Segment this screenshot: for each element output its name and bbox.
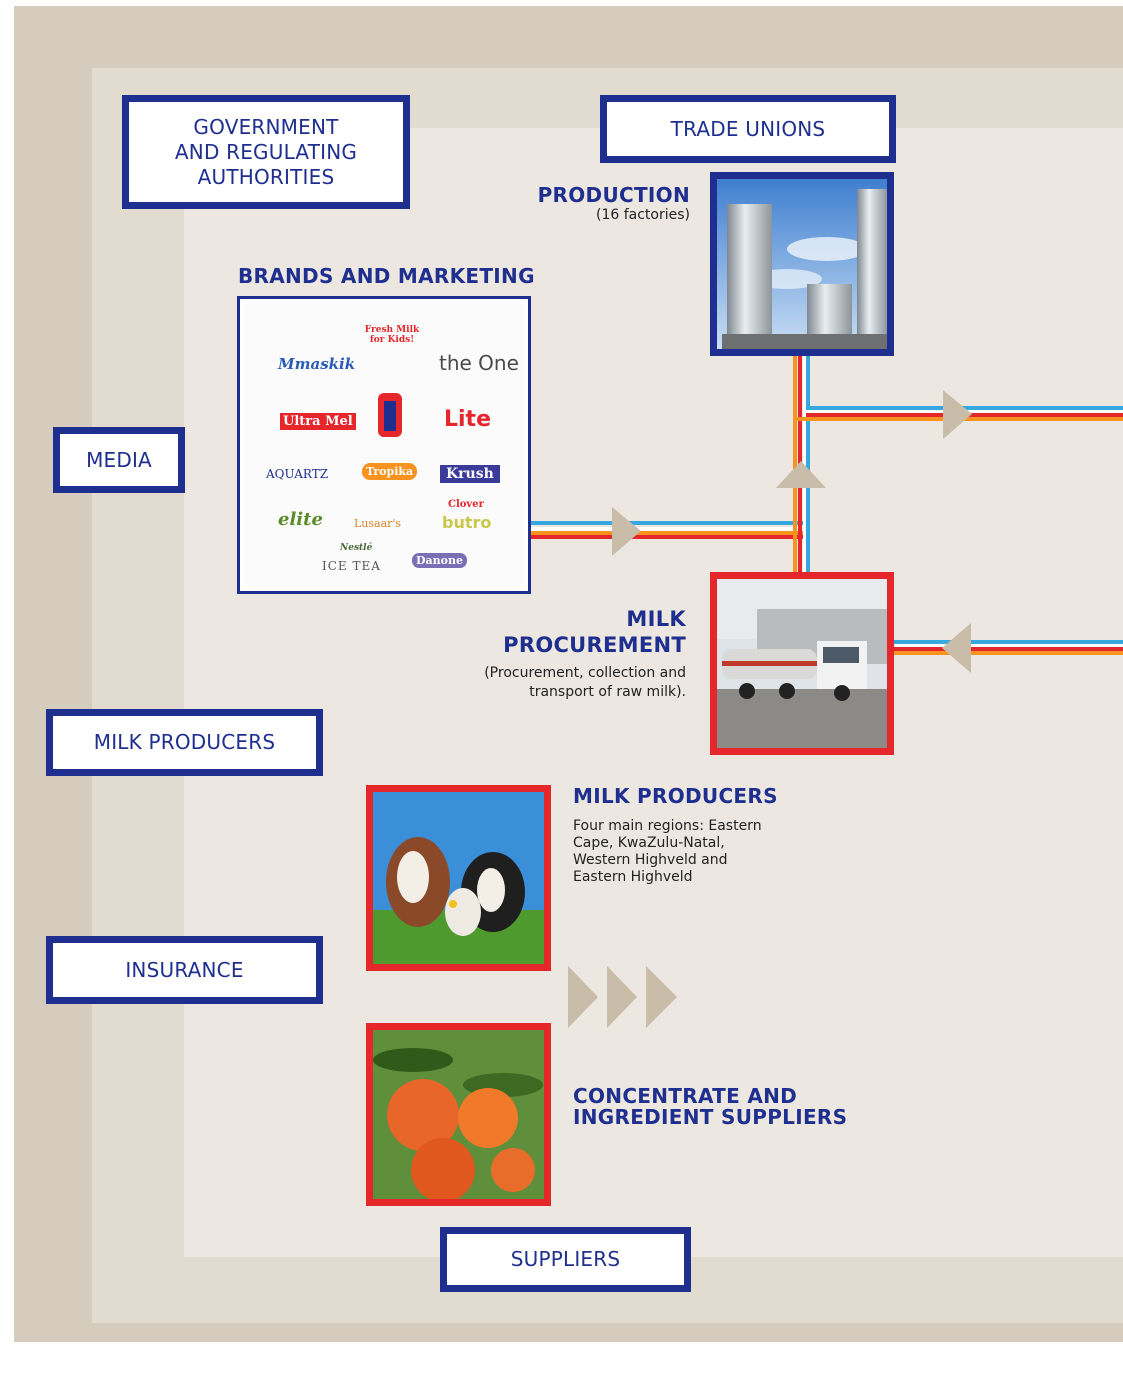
insurance-box: INSURANCE: [46, 936, 323, 1004]
brands-connector: [531, 521, 803, 539]
milk-producers-label: MILK PRODUCERS: [93, 730, 276, 754]
brand-logo: Fresh Milk for Kids!: [364, 325, 420, 345]
brands-title: BRANDS AND MARKETING: [238, 264, 535, 288]
insurance-label: INSURANCE: [125, 957, 244, 982]
production-title: PRODUCTION: [537, 183, 690, 207]
arrow-up-icon: [776, 461, 826, 488]
suppliers-box: SUPPLIERS: [440, 1227, 691, 1292]
arrow-right-icon: [568, 966, 598, 1028]
brand-logo: Krush: [440, 465, 500, 483]
suppliers-label: SUPPLIERS: [510, 1247, 621, 1271]
production-subtitle: (16 factories): [595, 207, 690, 223]
production-photo: [710, 172, 894, 356]
brands-logo-panel: Mmaskik Fresh Milk for Kids! the One Ult…: [237, 296, 531, 594]
brand-logo: Nestlé: [340, 543, 373, 553]
cows-image: [373, 792, 544, 964]
brand-logo: Mmaskik: [278, 355, 356, 373]
arrow-right-icon: [607, 966, 637, 1028]
brand-logo: Ultra Mel: [280, 413, 356, 430]
brand-logo: butro: [442, 513, 492, 532]
brand-logo: the One: [439, 351, 519, 375]
government-label: GOVERNMENT AND REGULATING AUTHORITIES: [174, 114, 358, 189]
brand-logo: Lusaar's: [354, 517, 402, 530]
trade-unions-box: TRADE UNIONS: [600, 95, 896, 163]
arrow-left-icon: [942, 623, 971, 673]
milk-procurement-photo: [710, 572, 894, 755]
milk-procurement-subtitle: (Procurement, collection and transport o…: [484, 665, 686, 700]
arrow-right-icon: [612, 507, 641, 556]
procurement-input-connector: [893, 640, 1123, 655]
trade-unions-label: TRADE UNIONS: [670, 116, 826, 141]
concentrate-photo: [366, 1023, 551, 1206]
media-label: MEDIA: [86, 447, 152, 472]
brand-logo: ICE TEA: [322, 559, 381, 573]
brand-logo: Tropika: [362, 463, 418, 480]
brand-logo: Danone: [412, 553, 467, 568]
government-box: GOVERNMENT AND REGULATING AUTHORITIES: [122, 95, 410, 209]
brand-logo: Lite: [444, 407, 491, 432]
milk-tanker-image: [717, 579, 887, 748]
brand-logo: Clover: [448, 499, 484, 510]
peaches-image: [373, 1030, 544, 1199]
media-box: MEDIA: [53, 427, 185, 493]
concentrate-title: CONCENTRATE AND INGREDIENT SUPPLIERS: [573, 1084, 848, 1129]
arrow-right-icon: [943, 390, 972, 439]
arrow-right-icon: [646, 966, 677, 1028]
brand-logo: AQUARTZ: [266, 467, 329, 481]
milk-producers-title: MILK PRODUCERS: [573, 784, 778, 808]
mascot-logo-icon: [378, 393, 402, 437]
milk-producers-photo: [366, 785, 551, 971]
milk-procurement-title: MILK PROCUREMENT: [503, 607, 686, 657]
silo-image: [717, 179, 887, 349]
brand-logo: elite: [278, 509, 323, 530]
milk-producers-description: Four main regions: Eastern Cape, KwaZulu…: [573, 818, 762, 885]
milk-producers-box: MILK PRODUCERS: [46, 709, 323, 776]
brands-logo-grid: Mmaskik Fresh Milk for Kids! the One Ult…: [244, 303, 524, 587]
